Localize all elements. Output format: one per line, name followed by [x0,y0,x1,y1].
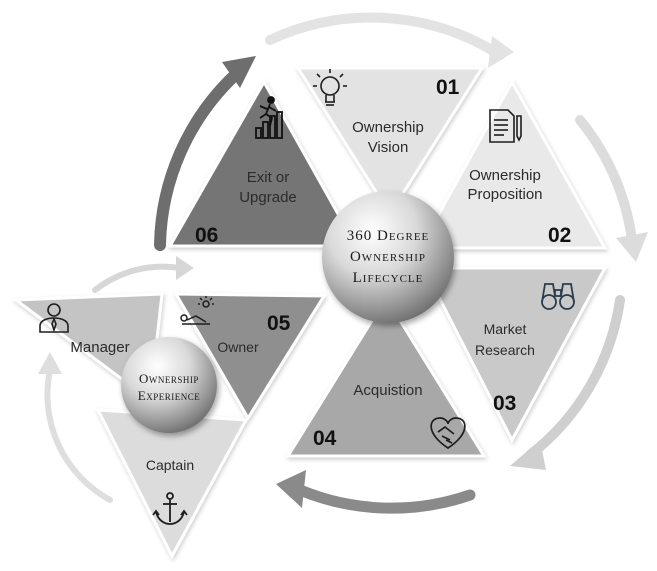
arrow-left-dark [154,69,241,251]
segment-03 [421,266,608,444]
experience-sphere [121,337,217,433]
experience-title-line2: Experience [138,388,200,403]
arrow-head-lower-right [510,440,546,470]
segment-02-label-line1: Ownership [469,167,541,184]
center-sphere [322,191,454,323]
arrow-bottom-dark [294,484,476,514]
lightbulb-icon [313,69,347,106]
manager-icon [39,303,69,333]
center-title-line3: Lifecycle [353,270,424,286]
experience-arrow-head-left [38,352,62,374]
segment-05 [173,292,327,421]
lifecycle-segments [167,66,608,458]
center-title-line1: 360 Degree [347,228,430,244]
segment-01-label-line1: Ownership [352,119,424,136]
document-pen-icon [489,109,522,143]
segment-01 [295,66,485,217]
arrow-head-right [616,232,648,262]
segment-01-label-line2: Vision [368,139,409,156]
manager-label: Manager [70,339,129,356]
experience-arrow-head-top [176,256,194,280]
segment-06-label-line1: Exit or [247,169,290,186]
experience-arrow-top [92,263,183,293]
arrow-top-light [265,12,505,60]
segment-06-number: 06 [195,224,218,247]
segment-03-label-line1: Market [484,321,527,337]
arrow-head-top [488,36,514,68]
segment-02 [417,78,608,250]
experience-cluster [11,256,327,560]
arrow-head-bottom [276,470,306,508]
segment-05-label: Owner [217,339,259,355]
segment-02-number: 02 [548,224,571,247]
captain-label: Captain [146,457,194,473]
sunbathing-icon [180,296,214,325]
experience-title-line1: Ownership [139,371,199,386]
anchor-icon [152,492,188,525]
segment-04-label: Acquistion [353,382,422,399]
center-title-line2: Ownership [350,249,426,265]
running-stairs-icon [255,96,283,139]
experience-arrow-left [44,367,113,503]
outer-cycle-arrows [154,12,648,514]
arrow-head-left [222,56,256,88]
binoculars-icon [541,283,575,310]
segment-03-label-line2: Research [475,342,535,358]
segment-03-number: 03 [493,392,516,415]
segment-05-number: 05 [267,312,291,335]
arrow-lower-right [525,295,625,460]
segment-06 [167,78,359,248]
arrow-right-light [575,115,637,245]
segment-04-number: 04 [313,427,337,450]
segment-04 [285,295,487,458]
segment-01-number: 01 [436,76,460,99]
handshake-heart-icon [430,417,466,450]
segment-02-label-line2: Proposition [467,186,542,203]
segment-06-label-line2: Upgrade [239,189,297,206]
